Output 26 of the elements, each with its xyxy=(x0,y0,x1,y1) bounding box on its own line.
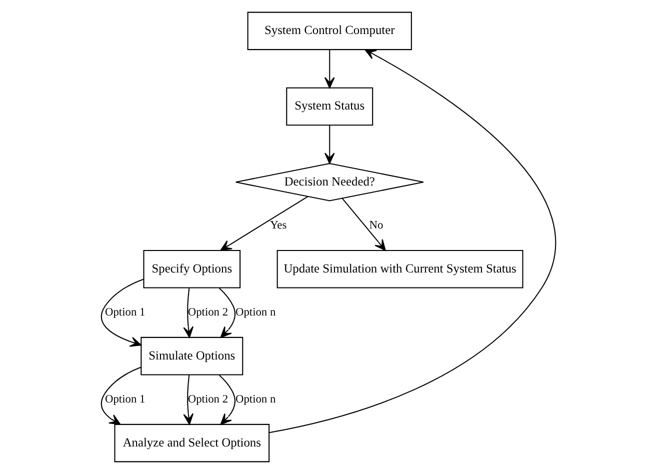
arrow xyxy=(218,288,236,338)
arrow xyxy=(183,375,194,425)
arrow xyxy=(342,198,386,251)
edge-label: Option 2 xyxy=(188,393,228,406)
arrow xyxy=(269,49,556,434)
arrow xyxy=(100,278,144,347)
arrow xyxy=(324,50,335,88)
node-diamond: Decision Needed? xyxy=(235,162,424,202)
node-box: Simulate Options xyxy=(140,336,244,376)
edge-label: No xyxy=(369,220,384,232)
edge-label: Option n xyxy=(236,306,276,318)
arrow xyxy=(100,366,142,425)
arrow xyxy=(324,125,335,164)
node-box: System Control Computer xyxy=(247,12,412,50)
node-box: System Status xyxy=(286,87,374,126)
edge-label: Yes xyxy=(270,220,287,232)
node-box: Specify Options xyxy=(143,250,241,288)
edge-label: Option 1 xyxy=(105,393,146,406)
node-box: Analyze and Select Options xyxy=(114,424,270,462)
edge-label: Option 1 xyxy=(105,306,146,318)
arrow xyxy=(183,288,194,338)
edge-label: Option 2 xyxy=(188,306,228,318)
node-box: Update Simulation with Current System Status xyxy=(276,250,524,288)
edge-label: Option n xyxy=(236,393,276,406)
arrow xyxy=(218,374,236,425)
arrow xyxy=(220,196,308,251)
